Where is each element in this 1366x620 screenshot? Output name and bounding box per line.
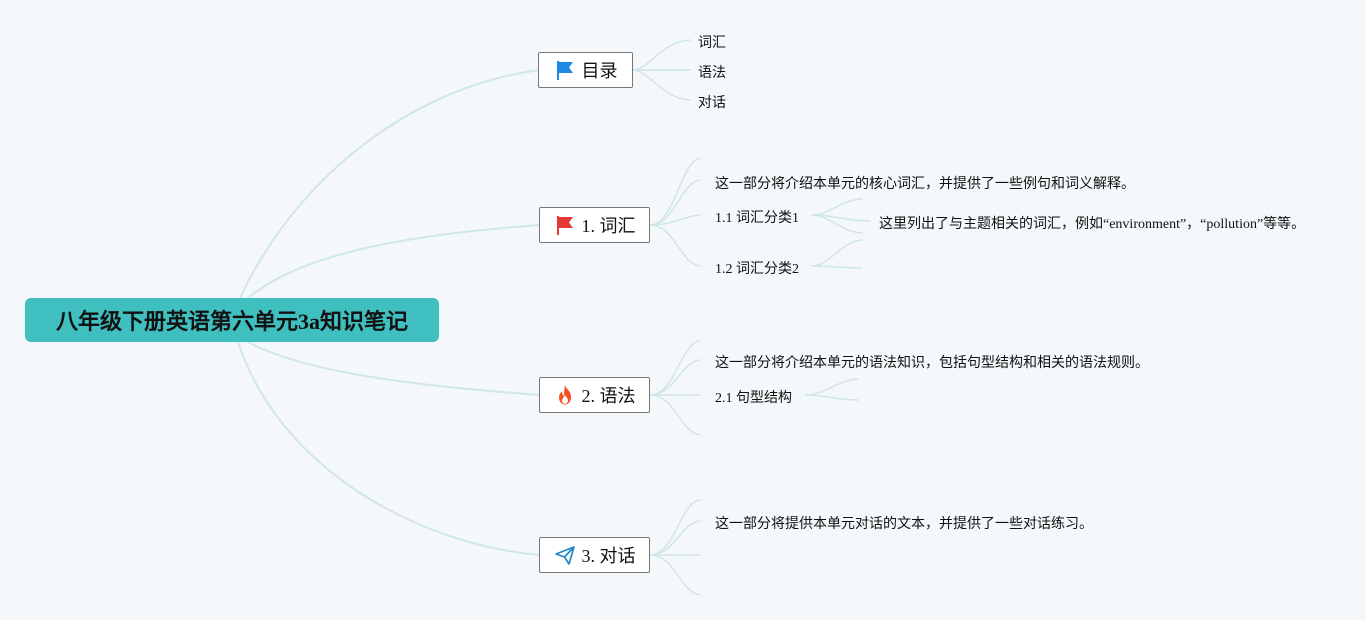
blue-flag-icon xyxy=(554,59,576,81)
fire-icon xyxy=(554,384,576,406)
connector-vocab-sub2-2 xyxy=(811,265,863,269)
connector-vocab-d xyxy=(649,224,701,267)
branch-dialogue[interactable]: 3. 对话 xyxy=(539,537,650,573)
branch-vocab[interactable]: 1. 词汇 xyxy=(539,207,650,243)
connector-vocab-sub1-1 xyxy=(811,198,863,216)
connector-grammar-d xyxy=(649,394,701,436)
branch-vocab-label: 1. 词汇 xyxy=(581,216,636,236)
connector-vocab-c xyxy=(649,214,701,226)
vocab-subtopic-1-detail[interactable]: 这里列出了与主题相关的词汇，例如“environment”，“pollution… xyxy=(879,217,1306,232)
branch-toc-label: 目录 xyxy=(581,61,618,81)
connector-dialogue-d xyxy=(649,554,701,596)
connector-vocab-a xyxy=(649,157,701,226)
dialogue-description[interactable]: 这一部分将提供本单元对话的文本，并提供了一些对话练习。 xyxy=(715,517,1093,532)
connector-root-vocab xyxy=(247,224,541,299)
grammar-description[interactable]: 这一部分将介绍本单元的语法知识，包括句型结构和相关的语法规则。 xyxy=(715,356,1149,371)
connector-vocab-sub1-3 xyxy=(811,214,863,234)
connector-toc-1 xyxy=(631,39,691,71)
connector-toc-3 xyxy=(631,69,691,101)
connector-vocab-sub2-1 xyxy=(811,239,863,267)
vocab-description[interactable]: 这一部分将介绍本单元的核心词汇，并提供了一些例句和词义解释。 xyxy=(715,177,1135,192)
toc-item-dialogue[interactable]: 对话 xyxy=(698,96,726,111)
toc-item-grammar[interactable]: 语法 xyxy=(698,66,726,81)
connector-grammar-b xyxy=(649,359,701,396)
branch-toc[interactable]: 目录 xyxy=(538,52,633,88)
toc-item-vocab[interactable]: 词汇 xyxy=(698,36,726,51)
branch-grammar-label: 2. 语法 xyxy=(581,386,636,406)
vocab-subtopic-2[interactable]: 1.2 词汇分类2 xyxy=(715,262,799,277)
connector-dialogue-b xyxy=(649,520,701,556)
vocab-subtopic-1[interactable]: 1.1 词汇分类1 xyxy=(715,211,799,226)
branch-grammar[interactable]: 2. 语法 xyxy=(539,377,650,413)
connector-grammar-sub1-2 xyxy=(805,394,859,401)
connector-grammar-sub1-1 xyxy=(805,378,859,396)
root-topic[interactable]: 八年级下册英语第六单元3a知识笔记 xyxy=(25,298,439,342)
branch-dialogue-label: 3. 对话 xyxy=(581,546,636,566)
connector-root-toc xyxy=(239,69,541,299)
connector-vocab-b xyxy=(649,179,701,226)
connector-grammar-a xyxy=(649,339,701,396)
grammar-subtopic-1[interactable]: 2.1 句型结构 xyxy=(715,391,792,406)
root-title: 八年级下册英语第六单元3a知识笔记 xyxy=(55,309,408,334)
connector-root-dialogue xyxy=(237,341,541,556)
paper-plane-icon xyxy=(554,544,576,566)
connector-dialogue-a xyxy=(649,499,701,556)
connector-root-grammar xyxy=(247,341,541,396)
red-flag-icon xyxy=(554,214,576,236)
